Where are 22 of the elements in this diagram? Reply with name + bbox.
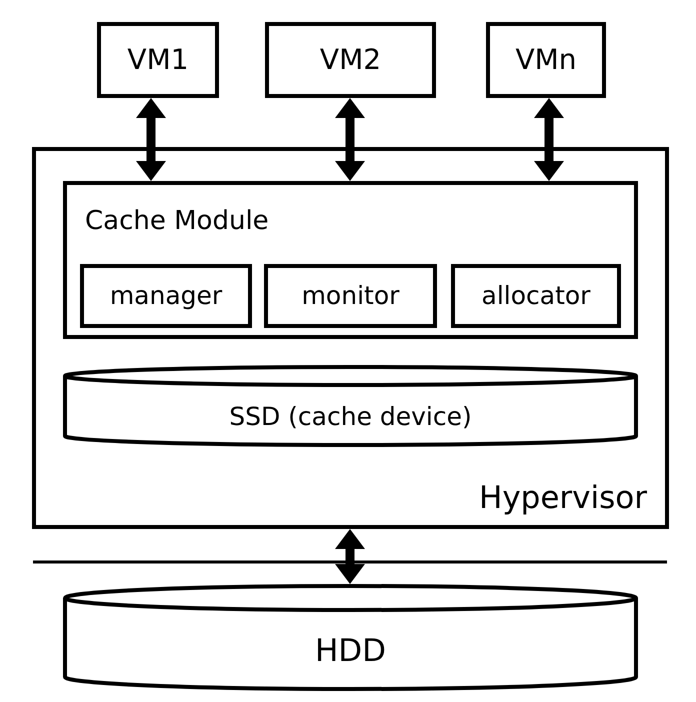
node-label: monitor bbox=[302, 282, 400, 310]
double-arrow bbox=[136, 98, 166, 181]
process-box bbox=[97, 22, 219, 98]
process-box bbox=[486, 22, 606, 98]
process-box bbox=[80, 264, 252, 328]
double-arrow bbox=[335, 98, 365, 181]
node-label: Hypervisor bbox=[479, 481, 647, 517]
process-box bbox=[264, 264, 437, 328]
node-label: HDD bbox=[314, 634, 386, 670]
double-arrow bbox=[335, 529, 365, 584]
node-label: VMn bbox=[515, 44, 577, 76]
node-label: SSD (cache device) bbox=[229, 402, 472, 432]
node-label: Cache Module bbox=[85, 207, 269, 237]
process-box bbox=[32, 147, 669, 529]
node-label: VM2 bbox=[320, 44, 382, 76]
process-box bbox=[451, 264, 621, 328]
node-label: VM1 bbox=[127, 44, 189, 76]
node-label: manager bbox=[110, 282, 222, 310]
double-arrow bbox=[534, 98, 564, 181]
process-box bbox=[265, 22, 436, 98]
process-box bbox=[63, 181, 638, 339]
node-label: allocator bbox=[482, 282, 590, 310]
